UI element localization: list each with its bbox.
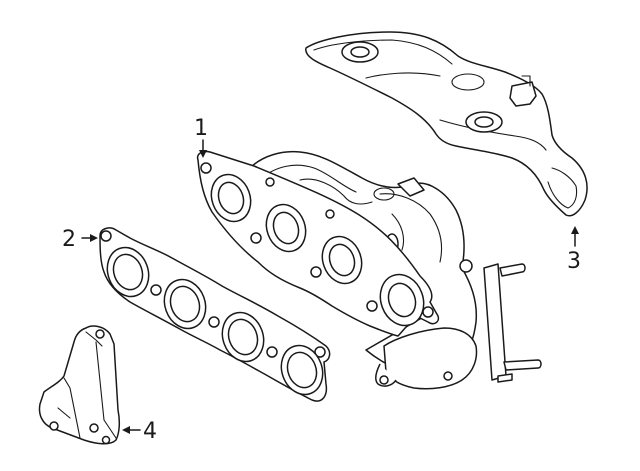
callout-3-arrow <box>571 226 579 247</box>
manifold-gasket-part[interactable] <box>99 227 331 402</box>
callout-number-3: 3 <box>567 249 581 274</box>
callout-2-arrow <box>81 234 98 242</box>
support-bracket-part[interactable] <box>38 325 121 445</box>
exhaust-manifold-part[interactable] <box>196 150 542 390</box>
callout-1-arrow <box>199 139 207 158</box>
callout-number-2: 2 <box>62 227 76 252</box>
callout-4-arrow <box>122 426 141 434</box>
callout-number-1: 1 <box>194 116 208 141</box>
callout-number-4: 4 <box>143 419 157 444</box>
heat-shield-part[interactable] <box>305 31 588 217</box>
